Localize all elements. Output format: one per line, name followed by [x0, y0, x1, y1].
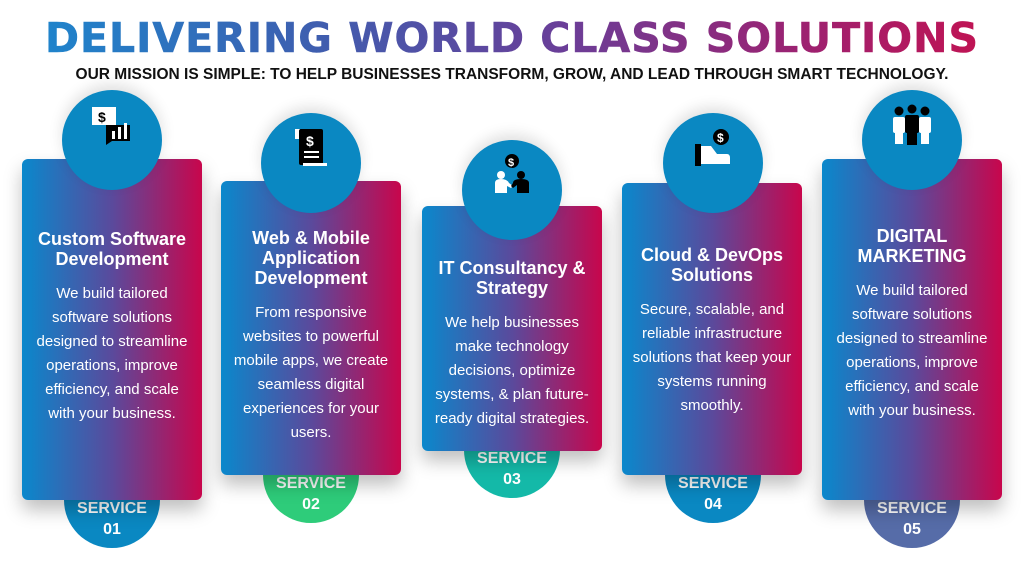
card-title: Custom Software Development	[37, 229, 187, 269]
svg-text:$: $	[508, 157, 514, 169]
badge-number: 05	[903, 521, 921, 538]
page-title: DELIVERING WORLD CLASS SOLUTIONS	[0, 14, 1024, 63]
icon-circle: $	[663, 113, 763, 213]
card-body: Secure, scalable, and reliable infrastru…	[632, 301, 792, 414]
badge-label: SERVICE	[276, 475, 346, 492]
icon-circle: $	[261, 113, 361, 213]
svg-text:$: $	[98, 109, 106, 125]
service-card-digital-marketing: DIGITAL MARKETING We build tailored soft…	[822, 159, 1002, 500]
hand-coin-icon: $	[695, 129, 730, 166]
service-card-custom-software: Custom Software Development We build tai…	[22, 159, 202, 500]
badge-number: 01	[103, 521, 121, 538]
badge-label: SERVICE	[877, 500, 947, 517]
page-subtitle: OUR MISSION IS SIMPLE: TO HELP BUSINESSE…	[75, 66, 949, 83]
icon-circle: $	[462, 140, 562, 240]
card-title: Web & Mobile Application Development	[252, 228, 370, 288]
service-card-it-consultancy: IT Consultancy & Strategy We help busine…	[422, 206, 602, 451]
money-chart-icon: $	[92, 107, 130, 145]
card-body: From responsive websites to powerful mob…	[233, 304, 389, 441]
svg-text:$: $	[717, 131, 724, 145]
badge-number: 04	[704, 496, 722, 513]
badge-number: 02	[302, 496, 320, 513]
icon-circle	[862, 90, 962, 190]
badge-label: SERVICE	[77, 500, 147, 517]
card-title: DIGITAL MARKETING	[857, 226, 967, 266]
card-body: We build tailored software solutions des…	[836, 282, 988, 419]
card-body: We help businesses make technology decis…	[434, 314, 590, 427]
badge-label: SERVICE	[678, 475, 748, 492]
icon-circle: $	[62, 90, 162, 190]
card-title: Cloud & DevOps Solutions	[640, 245, 783, 285]
invoice-icon: $	[295, 129, 327, 166]
card-body: We build tailored software solutions des…	[36, 285, 188, 422]
service-card-cloud-devops: Cloud & DevOps Solutions Secure, scalabl…	[622, 183, 802, 475]
team-icon	[893, 104, 931, 145]
badge-number: 03	[503, 471, 521, 488]
handshake-money-icon: $	[495, 154, 529, 193]
badge-label: SERVICE	[477, 450, 547, 467]
service-card-web-mobile: Web & Mobile Application Development Fro…	[221, 181, 401, 475]
svg-text:$: $	[306, 133, 314, 149]
card-title: IT Consultancy & Strategy	[438, 258, 586, 298]
